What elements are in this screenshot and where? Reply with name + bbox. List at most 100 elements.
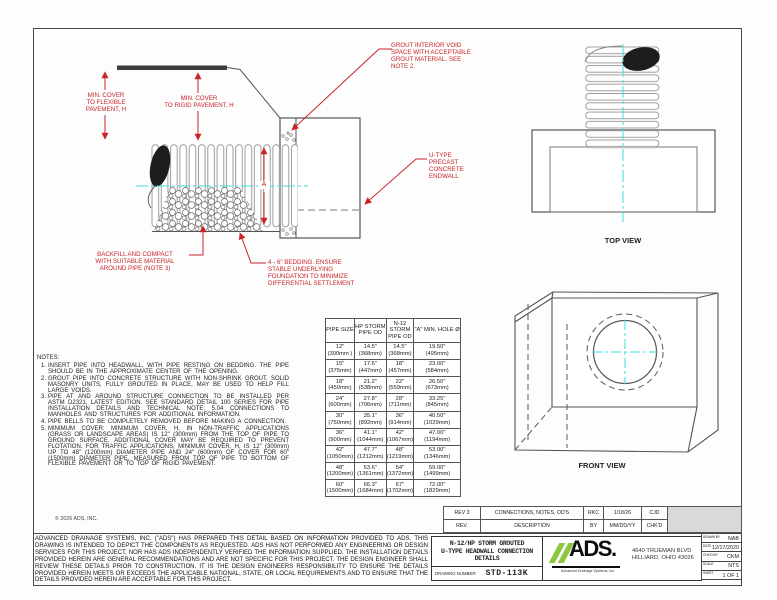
note-item: 1. INSERT PIPE INTO HEADWALL, WITH PIPE … (37, 362, 289, 376)
note-text: PIPE BELLS TO BE COMPLETELY REMOVED BEFO… (48, 419, 287, 426)
rev-date-cell: MM/DD/YY (604, 519, 642, 532)
note-number: 3. (40, 394, 46, 401)
field-value: NTS (728, 563, 739, 570)
logo-underline (552, 566, 620, 568)
annotation-bedding: 4 - 6" BEDDING. ENSURE STABLE UNDERLYING… (268, 259, 355, 287)
table-cell: 72.00" (1829mm) (413, 479, 461, 498)
table-header-cell: HP STORM PIPE OD (353, 318, 387, 343)
grout-speckles (281, 131, 296, 236)
field-label: DATE (703, 543, 712, 548)
table-cell: 35.1" (892mm) (353, 410, 387, 429)
rev-description-cell: CONNECTIONS, NOTES, OD'S (481, 507, 584, 520)
copyright-text: © 2026 ADS, INC. (55, 516, 98, 522)
rev-chkd-cell: CJD (642, 507, 668, 520)
note-item: 4. PIPE BELLS TO BE COMPLETELY REMOVED B… (37, 419, 289, 426)
front-view-label: FRONT VIEW (578, 461, 626, 470)
table-cell: 22" (559mm) (385, 376, 415, 395)
field-row: SCALE NTS (702, 562, 741, 571)
table-row: 18" (450mm) 21.2" (538mm) 22" (559mm) 26… (325, 376, 461, 395)
rev-by-cell: BY (584, 519, 604, 532)
revision-table: REV 3 CONNECTIONS, NOTES, OD'S RKC 1/18/… (443, 506, 742, 533)
table-cell: 36" (914mm) (385, 410, 415, 429)
rev-date-cell: 1/18/26 (604, 507, 642, 520)
field-value: CKM (727, 554, 739, 561)
table-cell: 14.5" (368mm) (385, 341, 415, 360)
table-cell: 21.2" (538mm) (353, 376, 387, 395)
field-row: SHEET 1 OF 1 (702, 571, 741, 579)
gravel-backfill (154, 187, 263, 231)
field-row: DRAWN BY NAB (702, 534, 741, 544)
annotation-endwall: U-TYPE PRECAST CONCRETE ENDWALL (429, 152, 464, 180)
annotation-grout-interior: GROUT INTERIOR VOID SPACE WITH ACCEPTABL… (391, 42, 471, 70)
table-cell: 19.50" (495mm) (413, 341, 461, 360)
table-cell: 12" (300mm ) (325, 341, 355, 360)
note-text: PIPE AT AND AROUND STRUCTURE CONNECTION … (48, 394, 289, 419)
logo-subtext: Advanced Drainage Systems, Inc. (560, 569, 616, 573)
table-cell: 15" (375mm) (325, 358, 355, 378)
table-cell: 23.00" (584mm) (413, 358, 461, 378)
table-header-cell: "A" MIN. HOLE Ø (413, 318, 461, 343)
note-number: 1. (40, 362, 46, 369)
table-cell: 27.8" (706mm) (353, 393, 387, 412)
field-label: SHEET (703, 571, 714, 576)
drawing-number: STD-113K (485, 569, 529, 578)
sheet-border (33, 28, 742, 586)
notes-heading: NOTES: (37, 355, 60, 361)
note-item: 3. PIPE AT AND AROUND STRUCTURE CONNECTI… (37, 394, 289, 419)
table-cell: 48" (1219mm) (385, 444, 415, 464)
company-address: 4640 TRUEMAN BLVD HILLIARD, OHIO 43026 (632, 548, 694, 561)
disclaimer-text: ADVANCED DRAINAGE SYSTEMS, INC. ("ADS") … (35, 536, 428, 584)
pavement-bar (117, 65, 227, 70)
table-header-row: PIPE SIZE HP STORM PIPE OD N-12 STORM PI… (325, 318, 461, 343)
table-row: 60" (1500mm) 66.3" (1684mm) 67" (1702mm)… (325, 479, 461, 498)
rev-by-cell: RKC (584, 507, 604, 520)
table-cell: 47.00" (1194mm) (413, 427, 461, 446)
table-row: 36" (900mm) 41.1" (1044mm) 42" (1067mm) … (325, 427, 461, 446)
side-view-drawing (117, 65, 361, 239)
field-label: CHK'D BY (703, 552, 718, 557)
table-row: 30" (750mm) 35.1" (892mm) 36" (914mm) 40… (325, 410, 461, 429)
table-cell: 66.3" (1684mm) (353, 479, 387, 498)
ads-logo: ADS. Advanced Drainage Systems, Inc. (548, 536, 632, 573)
drawing-number-row: DRAWING NUMBER: STD-113K (432, 566, 542, 580)
table-cell: 41.1" (1044mm) (353, 427, 387, 446)
table-cell: 42" (1050mm) (325, 444, 355, 464)
note-item: 5. MINIMUM COVER: MINIMUM COVER, H, IN N… (37, 426, 289, 468)
rev-description-cell: DESCRIPTION (481, 519, 584, 532)
rev-chkd-cell: CHK'D (642, 519, 668, 532)
drawing-title-box: N-12/HP STORM GROUTED U-TYPE HEADWALL CO… (431, 536, 543, 581)
rev-cell: REV. (444, 519, 481, 532)
title-block-fields: DRAWN BY NAB DATE 12/17/2020 CHK'D BY CK… (701, 533, 742, 580)
table-cell: 40.50" (1029mm) (413, 410, 461, 429)
table-cell: 24" (600mm) (325, 393, 355, 412)
dimension-a-label: A (258, 181, 270, 189)
table-cell: 17.6" (447mm) (353, 358, 387, 378)
rev-table-filler (668, 507, 741, 532)
table-cell: 30" (750mm) (325, 410, 355, 429)
table-cell: 18" (450mm) (325, 376, 355, 395)
table-header-cell: N-12 STORM PIPE OD (385, 318, 415, 343)
table-cell: 18" (457mm) (385, 358, 415, 378)
annotation-backfill: BACKFILL AND COMPACT WITH SUITABLE MATER… (95, 251, 175, 272)
pipe-bell-top (622, 47, 660, 71)
top-view-drawing (531, 44, 716, 222)
drawing-number-label: DRAWING NUMBER: (435, 571, 477, 576)
table-cell: 33.25" (845mm) (413, 393, 461, 412)
field-row: DATE 12/17/2020 (702, 543, 741, 553)
field-label: SCALE (703, 562, 714, 567)
note-text: INSERT PIPE INTO HEADWALL, WITH PIPE RES… (48, 362, 289, 375)
table-cell: 53.6" (1361mm) (353, 462, 387, 481)
table-cell: 67" (1702mm) (385, 479, 415, 498)
drawing-title: N-12/HP STORM GROUTED U-TYPE HEADWALL CO… (441, 540, 533, 563)
table-row: 24" (600mm) 27.8" (706mm) 28" (711mm) 33… (325, 393, 461, 412)
table-row: 15" (375mm) 17.6" (447mm) 18" (457mm) 23… (325, 358, 461, 378)
table-cell: 14.5" (368mm) (353, 341, 387, 360)
table-cell: 36" (900mm) (325, 427, 355, 446)
rev-cell: REV 3 (444, 507, 481, 520)
top-view-label: TOP VIEW (604, 236, 642, 245)
table-cell: 53.00" (1346mm) (413, 444, 461, 464)
note-text: GROUT PIPE INTO CONCRETE STRUCTURE WITH … (48, 375, 289, 394)
table-cell: 47.7" (1212mm) (353, 444, 387, 464)
